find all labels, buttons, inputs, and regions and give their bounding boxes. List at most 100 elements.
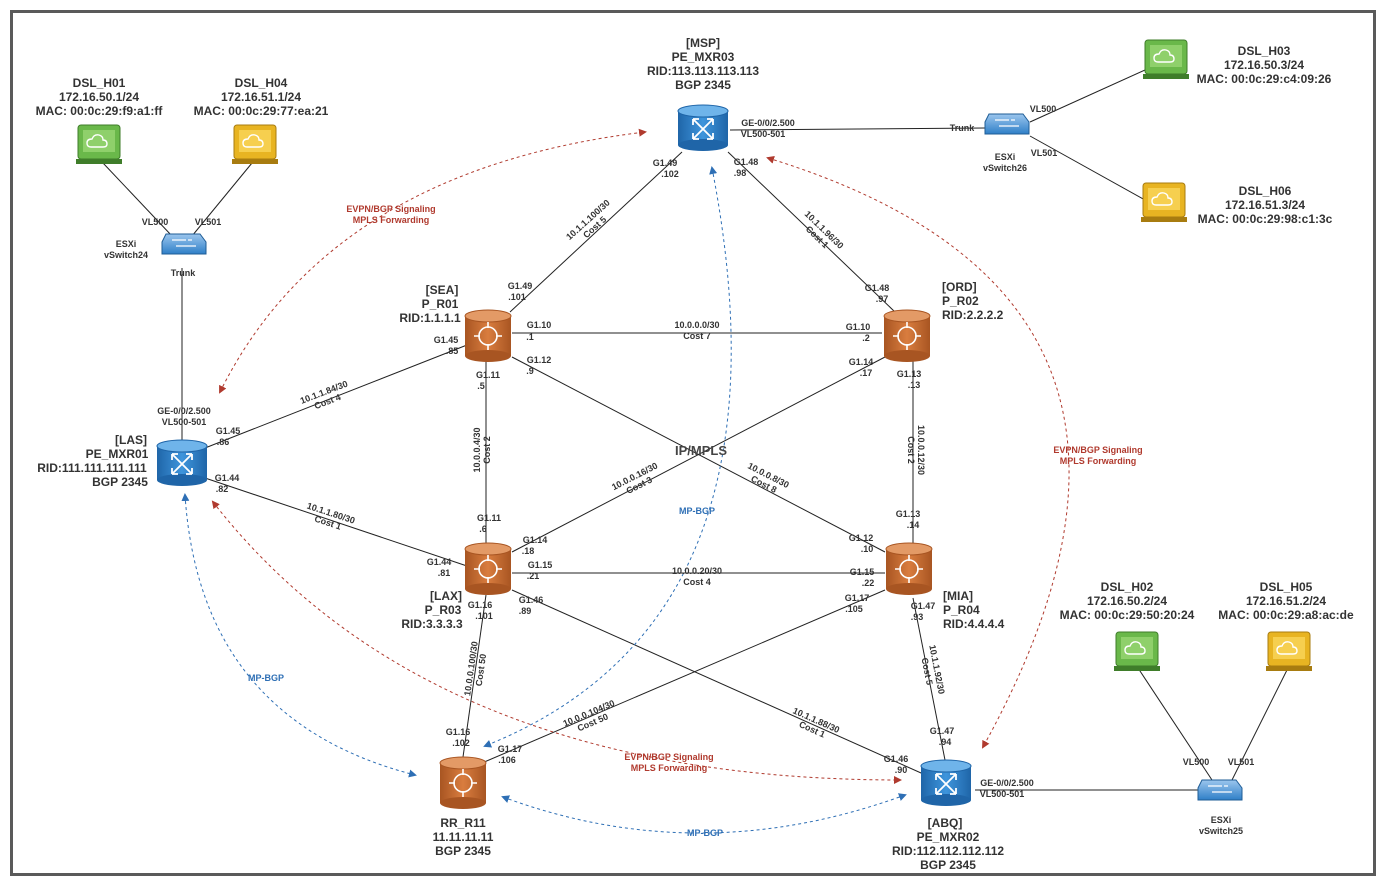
sw26-l2: vSwitch26 xyxy=(983,163,1027,173)
switch-vswitch24-icon[interactable] xyxy=(161,233,207,255)
h04-ip: 172.16.51.1/24 xyxy=(221,90,301,104)
if-mia-93: .93 xyxy=(911,612,924,622)
h04-name: DSL_H04 xyxy=(235,76,288,90)
link-sw26-h03 xyxy=(1029,69,1146,123)
sig3-label: EVPN/BGP Signaling xyxy=(624,752,713,762)
rr-labels: RR_R11 11.11.11.11 BGP 2345 xyxy=(433,816,494,858)
interface-labels: GE-0/0/2.500 VL500-501 G1.49 .102 G1.48 … xyxy=(157,118,1034,799)
if-ord-g114: G1.14 xyxy=(849,357,874,367)
if-las-g144: G1.44 xyxy=(215,473,240,483)
ord-name: P_R02 xyxy=(942,294,979,308)
if-abq-vl: VL500-501 xyxy=(980,789,1025,799)
if-rr-g116: G1.16 xyxy=(446,727,471,737)
if-sea-85: .85 xyxy=(446,346,459,356)
sw26-l1: ESXi xyxy=(995,152,1016,162)
if-abq-94: .94 xyxy=(939,737,952,747)
if-sea-g110: G1.10 xyxy=(527,320,552,330)
p-lax-labels: [LAX] P_R03 RID:3.3.3.3 xyxy=(401,589,463,631)
router-p-sea-icon[interactable] xyxy=(464,309,512,362)
if-rr-102: .102 xyxy=(452,738,470,748)
switch-vswitch25-icon[interactable] xyxy=(1197,779,1243,801)
h05-name: DSL_H05 xyxy=(1260,580,1313,594)
switch-vswitch26-icon[interactable] xyxy=(984,113,1030,135)
if-mia-g112: G1.12 xyxy=(849,533,874,543)
abq-bgp: BGP 2345 xyxy=(920,858,976,872)
router-pe-msp-icon[interactable] xyxy=(677,104,729,151)
if-msp-vl: VL500-501 xyxy=(741,129,786,139)
h01-mac: MAC: 00:0c:29:f9:a1:ff xyxy=(36,104,164,118)
router-rr-icon[interactable] xyxy=(439,756,487,809)
if-lax-g114: G1.14 xyxy=(523,535,548,545)
link-labels: 10.1.1.100/30 Cost 5 10.1.1.96/30 Cost 1… xyxy=(299,198,947,740)
core-label: IP/MPLS xyxy=(675,443,727,458)
if-lax-6: .6 xyxy=(479,524,487,534)
if-rr-106: .106 xyxy=(498,755,516,765)
sw24-l1: ESXi xyxy=(116,239,137,249)
ord-rid: RID:2.2.2.2 xyxy=(942,308,1004,322)
if-lax-g146: G1.46 xyxy=(519,595,544,605)
router-pe-las-icon[interactable] xyxy=(156,439,208,486)
sw24-l2: vSwitch24 xyxy=(104,250,148,260)
host-h04-icon[interactable] xyxy=(232,124,278,164)
abq-name: PE_MXR02 xyxy=(917,830,980,844)
host-h02-icon[interactable] xyxy=(1114,631,1160,671)
if-sea-g112: G1.12 xyxy=(527,355,552,365)
lax-mia-net: 10.0.0.20/30 xyxy=(672,566,722,576)
if-msp-102: .102 xyxy=(661,169,679,179)
if-mia-g115: G1.15 xyxy=(850,567,875,577)
if-lax-g144: G1.44 xyxy=(427,557,452,567)
router-pe-abq-icon[interactable] xyxy=(920,759,972,806)
pe-abq-labels: [ABQ] PE_MXR02 RID:112.112.112.112 BGP 2… xyxy=(892,816,1004,872)
sea-name: P_R01 xyxy=(422,297,459,311)
fwd1-label: MPLS Forwarding xyxy=(353,215,430,225)
sea-site: [SEA] xyxy=(426,283,459,297)
sw24-vl500: VL500 xyxy=(142,217,169,227)
router-p-lax-icon[interactable] xyxy=(464,542,512,595)
mpbgp-arrow-msp-rr xyxy=(483,166,732,748)
router-p-ord-icon[interactable] xyxy=(883,309,931,362)
link-mia-rr xyxy=(481,589,886,764)
mp3-label: MP-BGP xyxy=(687,828,723,838)
h04-mac: MAC: 00:0c:29:77:ea:21 xyxy=(194,104,329,118)
host-h05-icon[interactable] xyxy=(1266,631,1312,671)
host-h06-icon[interactable] xyxy=(1141,182,1187,222)
lax-rid: RID:3.3.3.3 xyxy=(401,617,463,631)
h03-mac: MAC: 00:0c:29:c4:09:26 xyxy=(1197,72,1332,86)
msp-name: PE_MXR03 xyxy=(672,50,735,64)
p-mia-labels: [MIA] P_R04 RID:4.4.4.4 xyxy=(943,589,1005,631)
p-sea-labels: [SEA] P_R01 RID:1.1.1.1 xyxy=(399,283,461,325)
h02-name: DSL_H02 xyxy=(1101,580,1154,594)
sw26-vl501: VL501 xyxy=(1031,148,1058,158)
if-mia-22: .22 xyxy=(862,578,875,588)
if-las-vl: VL500-501 xyxy=(162,417,207,427)
host-h03-icon[interactable] xyxy=(1143,39,1189,79)
sea-ord-net: 10.0.0.0/30 xyxy=(674,320,719,330)
if-las-g145: G1.45 xyxy=(216,426,241,436)
if-ord-97: .97 xyxy=(876,294,889,304)
if-abq-ge: GE-0/0/2.500 xyxy=(980,778,1034,788)
if-msp-98: .98 xyxy=(734,168,747,178)
rr-rid: 11.11.11.11 xyxy=(433,830,494,844)
link-sw25-h05 xyxy=(1231,667,1289,781)
h06-name: DSL_H06 xyxy=(1239,184,1292,198)
if-ord-17: .17 xyxy=(860,368,873,378)
sea-ord-cost: Cost 7 xyxy=(683,331,711,341)
if-mia-g117: G1.17 xyxy=(845,593,870,603)
h02-mac: MAC: 00:0c:29:50:20:24 xyxy=(1060,608,1195,622)
link-msp-sw26 xyxy=(729,127,986,131)
if-sea-101: .101 xyxy=(508,292,526,302)
sw25-l1: ESXi xyxy=(1211,815,1232,825)
if-lax-g115: G1.15 xyxy=(528,560,553,570)
evpn-arrow-las-msp xyxy=(219,128,647,394)
lax-mia-cost: Cost 4 xyxy=(683,577,711,587)
if-ord-13: .13 xyxy=(908,380,921,390)
if-sea-1: .1 xyxy=(526,332,534,342)
h06-ip: 172.16.51.3/24 xyxy=(1225,198,1305,212)
router-p-mia-icon[interactable] xyxy=(885,542,933,595)
host-h01-icon[interactable] xyxy=(76,124,122,164)
las-site: [LAS] xyxy=(115,433,147,447)
if-lax-89: .89 xyxy=(519,606,532,616)
p-ord-labels: [ORD] P_R02 RID:2.2.2.2 xyxy=(942,280,1004,322)
if-mia-g147: G1.47 xyxy=(911,601,936,611)
if-lax-g116: G1.16 xyxy=(468,600,493,610)
